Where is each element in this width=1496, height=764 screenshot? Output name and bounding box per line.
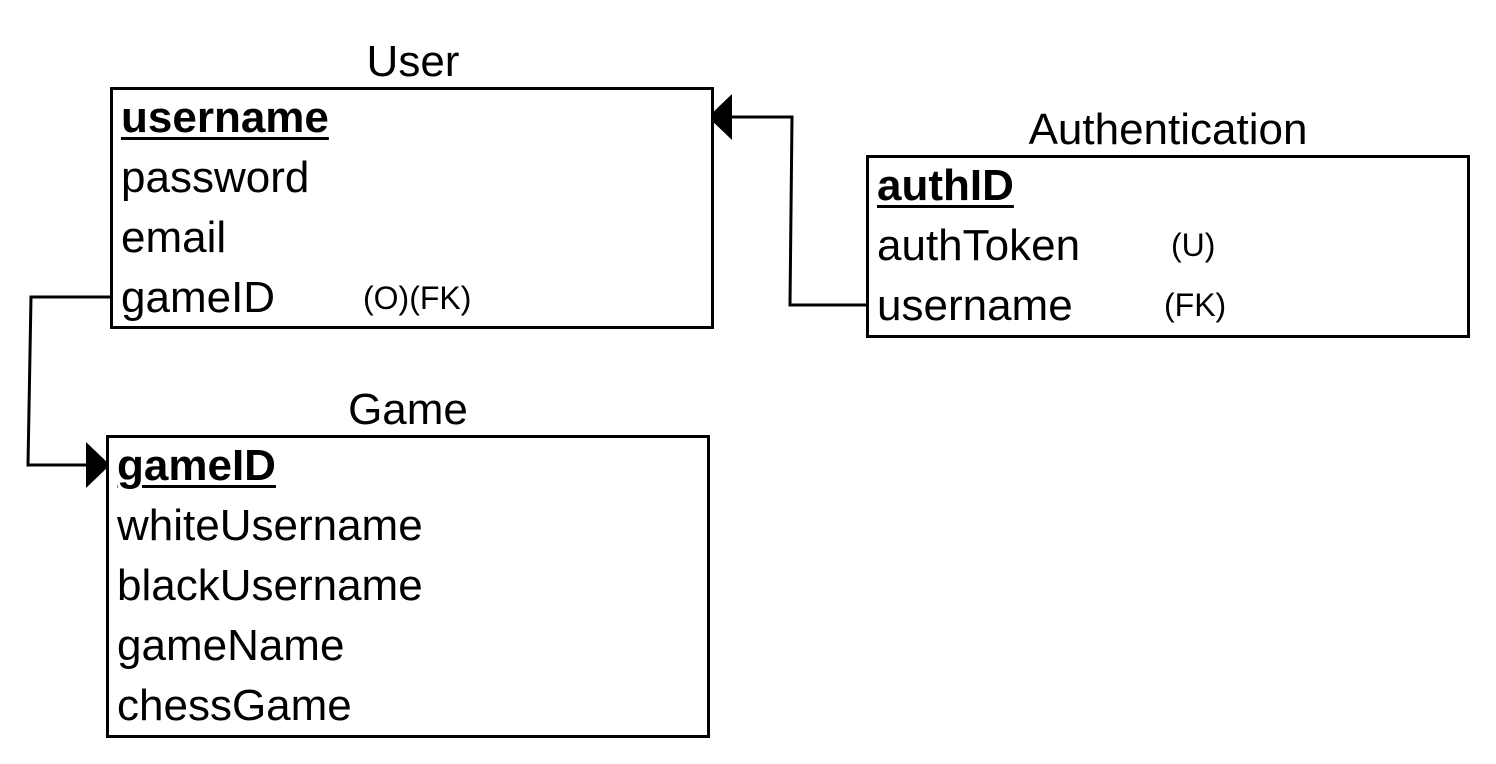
field-username: username [121,93,329,142]
entity-authentication: authID authToken username (U) (FK) [866,155,1470,338]
entity-title-game: Game [348,385,468,434]
field-password: password [121,153,310,202]
tag-unique: (U) [1171,227,1216,263]
entity-user: username password email gameID (O)(FK) [110,87,714,329]
field-email: email [121,213,227,262]
field-gameid: gameID [121,273,276,322]
tag-foreign-key: (FK) [1164,287,1227,323]
connector-user-to-game [26,295,110,467]
connector-auth-to-user [730,115,868,307]
entity-title-user: User [366,37,460,86]
tag-optional-foreign-key: (O)(FK) [363,280,472,316]
field-gameid-pk: gameID [117,441,276,490]
field-gamename: gameName [117,621,345,670]
field-whiteusername: whiteUsername [117,501,423,550]
entity-title-authentication: Authentication [1028,105,1308,154]
field-username-fk: username [877,281,1073,330]
field-authid: authID [877,161,1014,210]
field-authtoken: authToken [877,221,1081,270]
field-chessgame: chessGame [117,681,352,730]
entity-game: gameID whiteUsername blackUsername gameN… [106,435,710,738]
field-blackusername: blackUsername [117,561,423,610]
